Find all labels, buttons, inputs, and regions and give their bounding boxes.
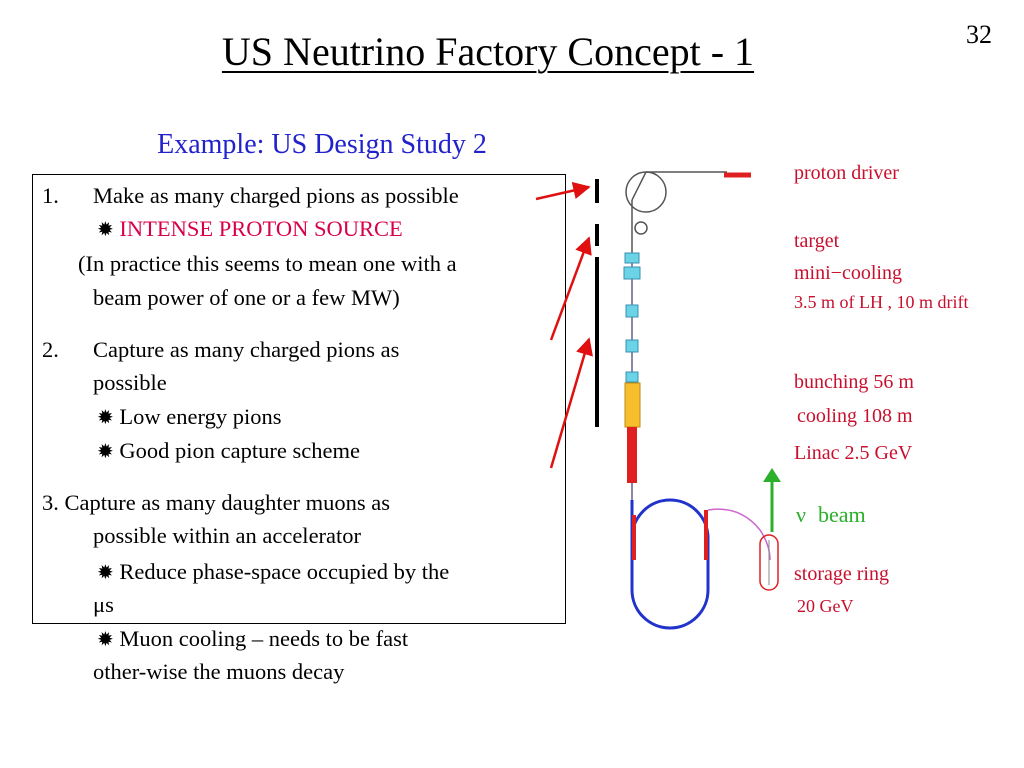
page-title: US Neutrino Factory Concept - 1 — [221, 29, 755, 74]
item-text: 3. Capture as many daughter muons as — [42, 490, 391, 515]
label-linac: Linac 2.5 GeV — [794, 442, 913, 464]
sub-bullet: ✹ Reduce phase-space occupied by the — [97, 559, 450, 584]
bunching-element — [625, 371, 639, 383]
label-storage-ring: storage ring — [794, 563, 889, 585]
storage-ring-element — [759, 534, 779, 591]
label-cooling: cooling 108 m — [797, 405, 913, 427]
label-beam-symbol: ν — [796, 502, 806, 527]
label-beam: beam — [818, 502, 866, 527]
sub-bullet-text: other-wise the muons decay — [93, 659, 345, 684]
item-text: possible within an accelerator — [93, 523, 362, 548]
sub-bullet: ✹ Good pion capture scheme — [97, 438, 360, 463]
item-number: 2. — [42, 337, 59, 362]
bullet-icon: ✹ — [97, 562, 114, 584]
note-text: beam power of one or a few MW) — [93, 285, 400, 310]
sub-bullet-text: Muon cooling – needs to be fast — [119, 626, 409, 651]
mini-cooling-element — [624, 252, 640, 264]
sub-bullet-text: μs — [93, 592, 114, 617]
label-mini-cooling: mini−cooling — [794, 262, 902, 284]
target-icon — [634, 221, 648, 235]
highlight-text: INTENSE PROTON SOURCE — [119, 216, 403, 241]
item-text: Make as many charged pions as possible — [93, 183, 459, 208]
pointer-arrow — [535, 181, 591, 201]
bunching-element — [625, 339, 639, 353]
label-target: target — [794, 230, 840, 252]
content-box — [32, 174, 566, 624]
bullet-icon: ✹ — [97, 441, 114, 463]
bullet-icon: ✹ — [97, 407, 114, 429]
bullet-icon: ✹ — [97, 219, 114, 241]
linac-section — [627, 427, 637, 483]
item-text: Capture as many charged pions as — [93, 337, 400, 362]
label-proton-driver: proton driver — [794, 162, 899, 184]
sub-bullet-text: Low energy pions — [119, 404, 282, 429]
item-text: possible — [93, 370, 167, 395]
sub-bullet-text: Reduce phase-space occupied by the — [119, 559, 450, 584]
mini-cooling-element — [623, 266, 641, 280]
storage-ring — [630, 498, 710, 630]
page-subtitle: Example: US Design Study 2 — [157, 129, 487, 160]
page-number: 32 — [966, 20, 992, 49]
bunching-element — [625, 304, 639, 318]
arrowhead-icon — [763, 468, 781, 482]
cooling-section — [624, 382, 641, 428]
label-storage-energy: 20 GeV — [797, 596, 854, 616]
sub-bullet: ✹ Low energy pions — [97, 404, 282, 429]
bullet-icon: ✹ — [97, 629, 114, 651]
item-number: 1. — [42, 183, 59, 208]
note-text: (In practice this seems to mean one with… — [78, 251, 457, 276]
sub-bullet: ✹ Muon cooling – needs to be fast — [97, 626, 409, 651]
label-bunching: bunching 56 m — [794, 371, 914, 393]
sub-bullet: ✹ INTENSE PROTON SOURCE — [97, 216, 403, 241]
pointer-arrow — [549, 236, 592, 341]
sub-bullet-text: Good pion capture scheme — [119, 438, 360, 463]
pointer-arrow — [549, 337, 593, 469]
label-mini-cooling-detail: 3.5 m of LH , 10 m drift — [794, 292, 968, 312]
